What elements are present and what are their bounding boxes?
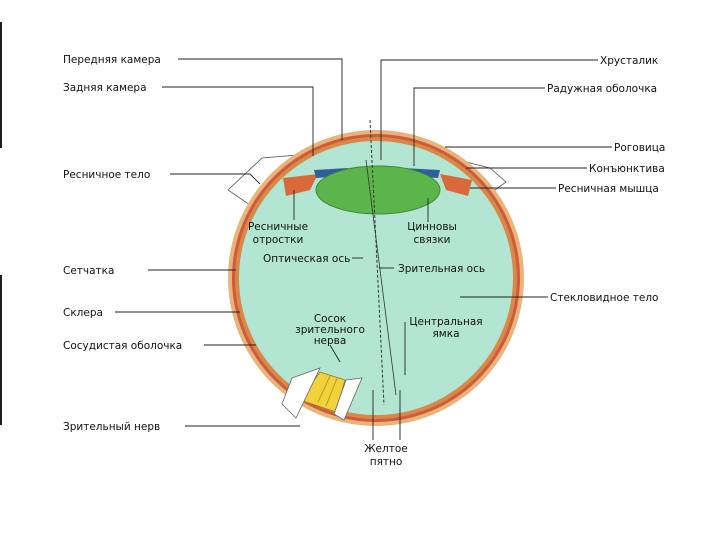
- label-ciliary-body: Ресничное тело: [63, 169, 150, 181]
- label-fovea-line1: Центральная: [409, 316, 482, 328]
- label-iris: Радужная оболочка: [547, 83, 657, 95]
- label-optic-nerve: Зрительный нерв: [63, 421, 160, 433]
- label-ciliary-processes-line2: отростки: [253, 234, 304, 246]
- label-retina: Сетчатка: [63, 265, 114, 277]
- label-papilla-line3: нерва: [314, 335, 347, 347]
- label-choroid: Сосудистая оболочка: [63, 340, 182, 352]
- label-visual-axis: Зрительная ось: [398, 263, 485, 275]
- label-zonule-line2: связки: [413, 234, 450, 246]
- label-ciliary-processes-line1: Ресничные: [248, 221, 308, 233]
- label-optical-axis: Оптическая ось: [263, 253, 350, 265]
- label-zonule-line1: Цинновы: [407, 221, 457, 233]
- label-ciliary-muscle: Ресничная мышца: [558, 183, 659, 195]
- label-sclera: Склера: [63, 307, 103, 319]
- label-posterior-chamber: Задняя камера: [63, 82, 147, 94]
- label-vitreous-body: Стекловидное тело: [550, 292, 658, 304]
- label-yellow-spot-line1: Желтое: [364, 443, 407, 455]
- leader-posterior-chamber: [162, 87, 313, 156]
- label-fovea-line2: ямка: [432, 328, 459, 340]
- label-cornea: Роговица: [614, 142, 665, 154]
- label-yellow-spot-line2: пятно: [370, 456, 403, 468]
- label-anterior-chamber: Передняя камера: [63, 54, 161, 66]
- leader-anterior-chamber: [178, 59, 342, 140]
- label-conjunctiva: Конъюнктива: [589, 163, 665, 175]
- lens: [316, 166, 440, 214]
- label-lens: Хрусталик: [600, 55, 658, 67]
